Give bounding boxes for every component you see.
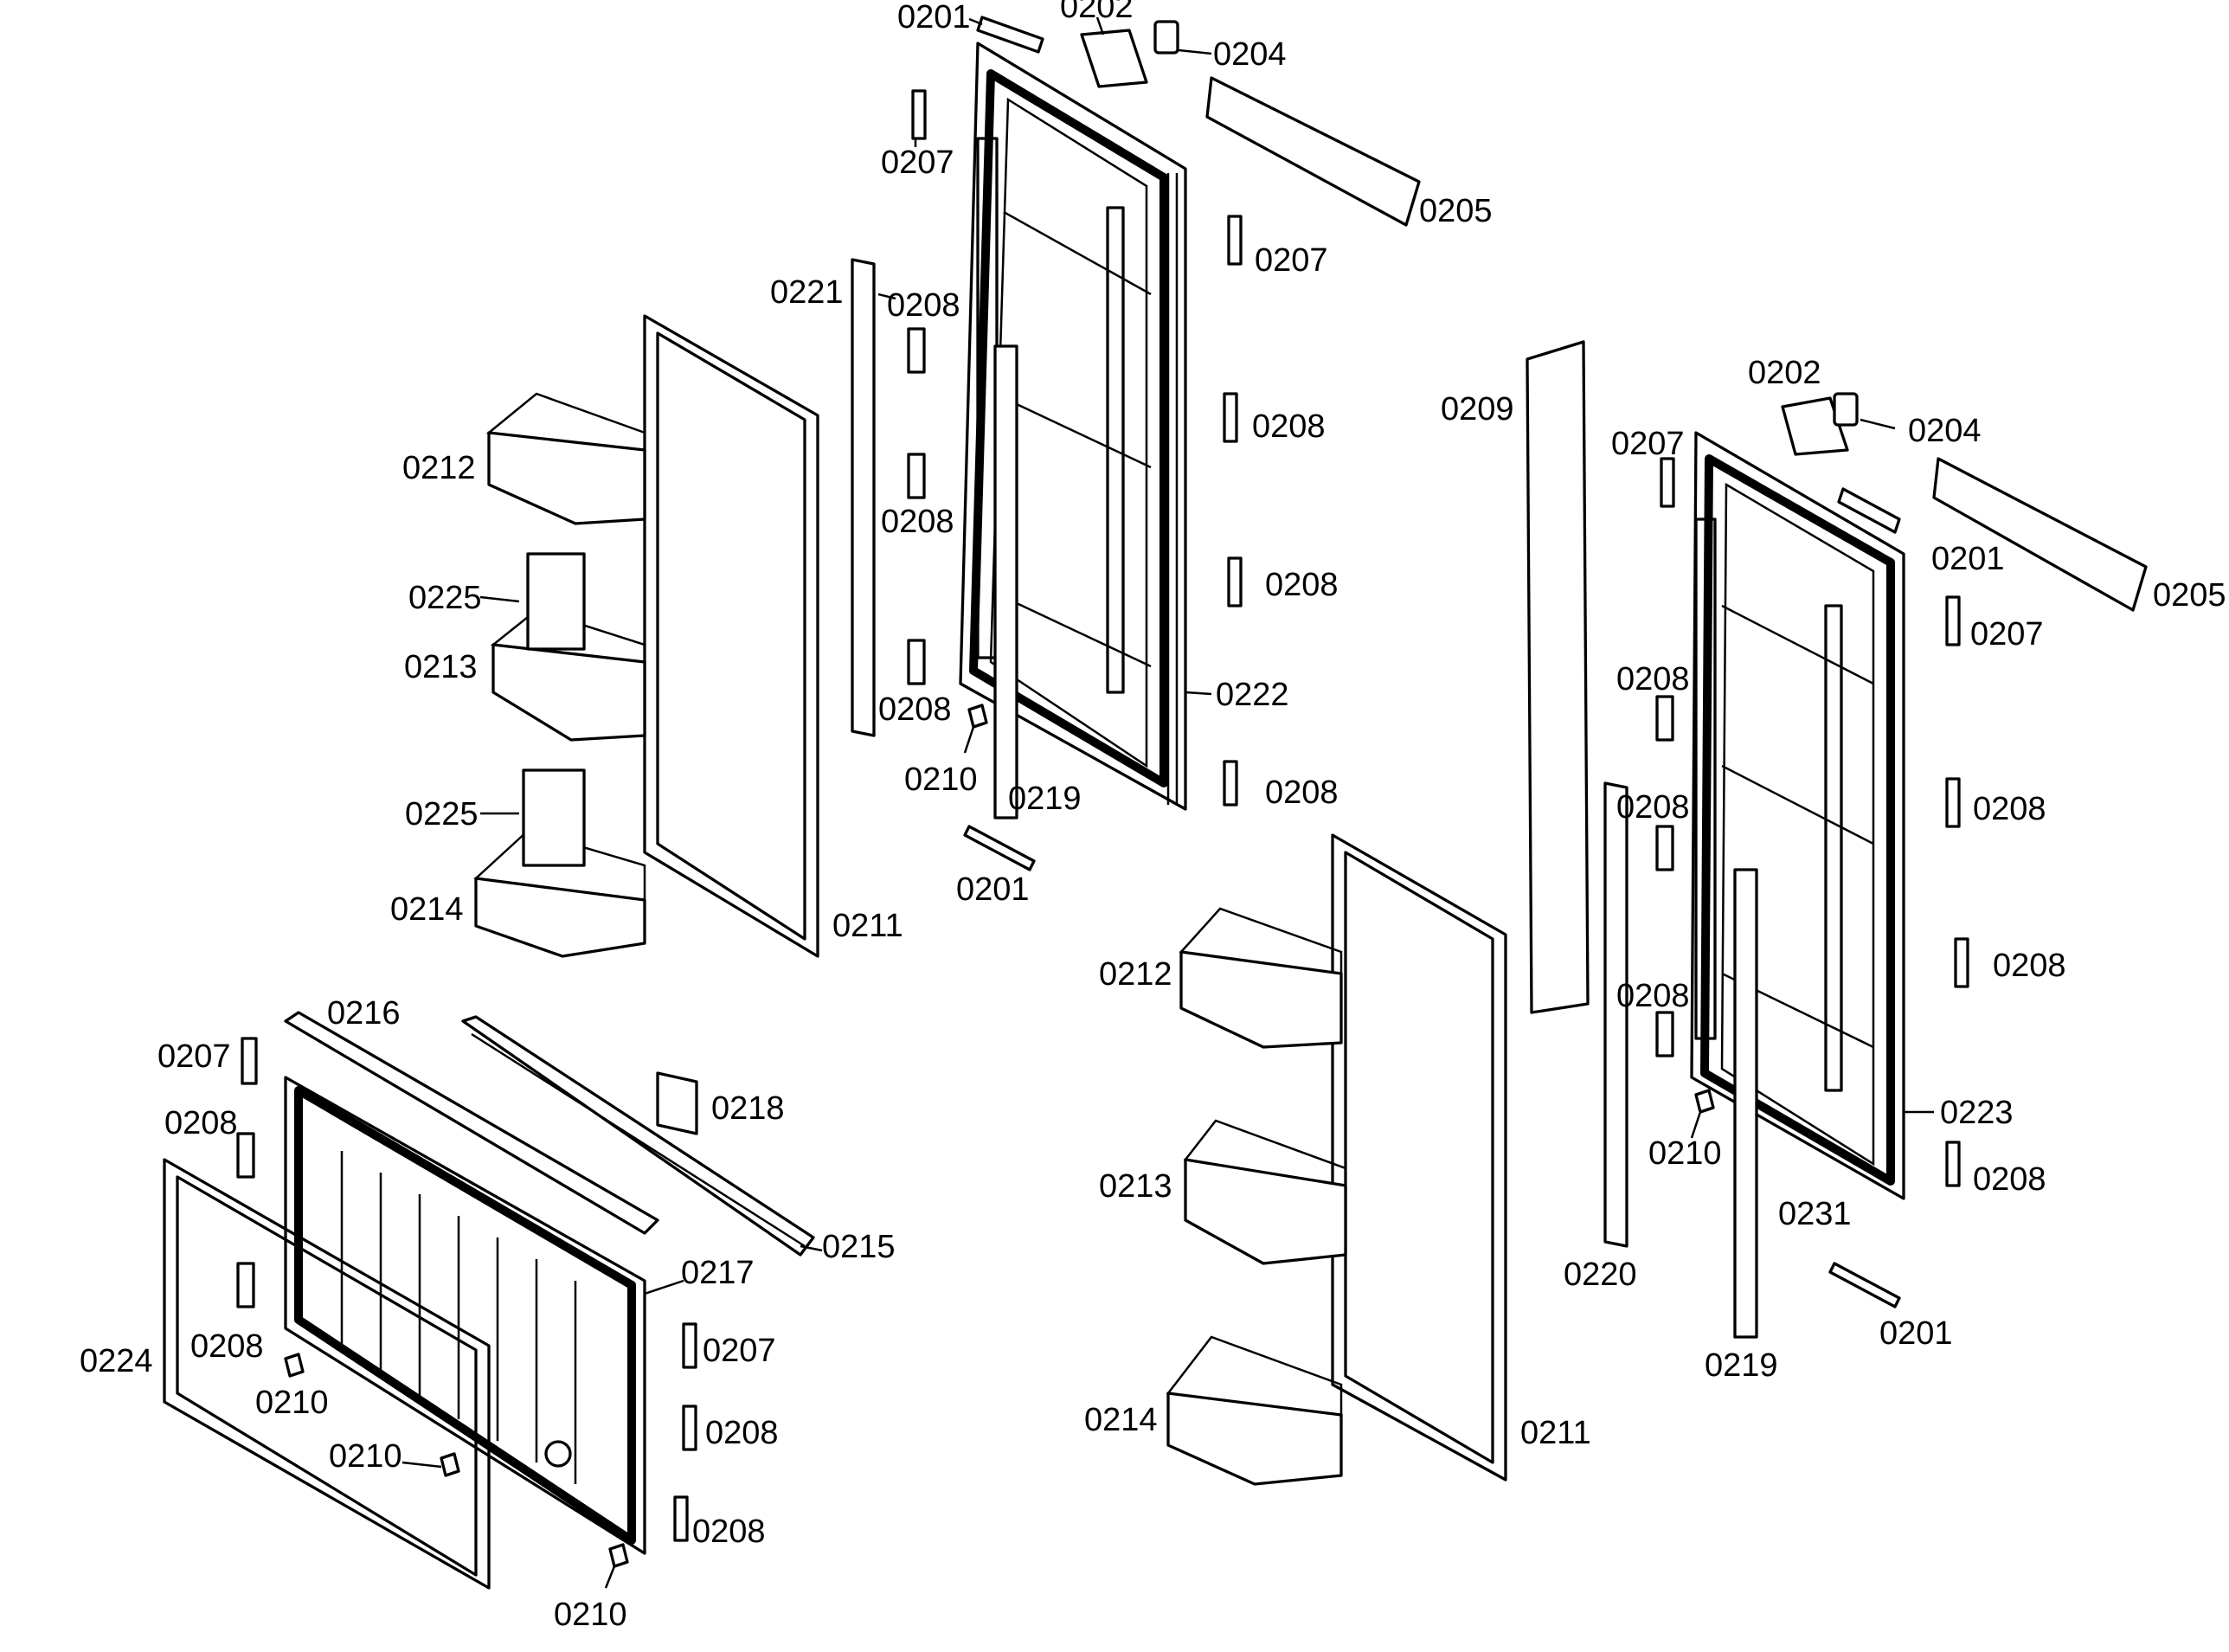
callout-label: 0213 [404, 649, 478, 685]
callout-label: 0204 [1908, 413, 1982, 449]
callout-label: 0222 [1216, 677, 1289, 713]
callout-label: 0208 [1616, 661, 1690, 697]
callout-label: 0208 [1265, 567, 1339, 603]
shelf-0213-right [1184, 1158, 1347, 1265]
callout-label: 0208 [881, 504, 954, 540]
bottom-left-drawer-assembly [163, 1011, 815, 1590]
callout-label: 0208 [1973, 791, 2046, 827]
right-door-assembly [1166, 340, 2148, 1486]
callout-label: 0211 [1520, 1415, 1591, 1451]
callout-label: 0225 [405, 796, 479, 832]
callout-label: 0216 [327, 995, 401, 1032]
callout-label: 0223 [1940, 1095, 2014, 1131]
callout-label: 0219 [1705, 1347, 1778, 1384]
callout-label: 0208 [878, 691, 952, 728]
callout-label: 0210 [329, 1438, 402, 1475]
callout-label: 0208 [887, 287, 960, 324]
callout-label: 0208 [1616, 789, 1690, 826]
callout-label: 0208 [164, 1105, 238, 1141]
callout-label: 0211 [832, 908, 903, 944]
callout-label: 0207 [1611, 426, 1685, 462]
trim-strip-0219-right [1733, 868, 1758, 1339]
callout-label: 0202 [1748, 355, 1821, 391]
hinge-plate-0205-center [1205, 76, 1421, 227]
center-door-assembly [473, 16, 1421, 958]
shelf-0214-right [1166, 1392, 1343, 1486]
leader-lines [401, 16, 1934, 1589]
callout-label: 0201 [956, 871, 1030, 908]
shelf-0212-right [1179, 950, 1343, 1049]
rail-0215 [461, 1015, 815, 1257]
callout-labels: 0201 0202 0204 0207 0205 0207 0221 0208 … [80, 0, 2226, 1633]
gasket-0224 [163, 1158, 491, 1590]
callout-label: 0214 [1084, 1402, 1158, 1438]
hinge-cover-0202-right [1781, 396, 1849, 456]
callout-label: 0208 [692, 1514, 766, 1550]
callout-label: 0231 [1778, 1196, 1852, 1232]
callout-label: 0207 [881, 145, 954, 181]
callout-label: 0201 [1879, 1315, 1953, 1352]
callout-label: 0208 [1993, 948, 2066, 984]
callout-label: 0201 [897, 0, 971, 35]
hinge-cover-0202-center [1080, 29, 1148, 88]
trim-strip-0219-center [993, 344, 1018, 820]
callout-label: 0213 [1099, 1168, 1172, 1205]
callout-label: 0224 [80, 1343, 153, 1379]
callout-label: 0212 [402, 450, 476, 486]
callout-label: 0205 [2153, 577, 2226, 614]
handle-0209 [1526, 340, 1590, 1014]
callout-label: 0207 [1255, 242, 1328, 279]
callout-label: 0217 [681, 1255, 755, 1291]
strip-0216 [284, 1011, 659, 1235]
callout-label: 0207 [157, 1038, 231, 1075]
profile-0220 [1603, 781, 1628, 1248]
door-frame-0223 [1690, 431, 1905, 1200]
callout-label: 0208 [1973, 1161, 2046, 1198]
callout-label: 0208 [1616, 978, 1690, 1014]
callout-label: 0214 [390, 891, 464, 928]
callout-label: 0209 [1441, 391, 1514, 427]
callout-label: 0219 [1008, 781, 1082, 817]
callout-label: 0204 [1213, 36, 1287, 73]
callout-label: 0210 [904, 762, 978, 798]
callout-label: 0205 [1419, 193, 1493, 229]
callout-label: 0210 [1648, 1135, 1722, 1172]
callout-label: 0215 [822, 1229, 896, 1265]
drawer-front-0217 [284, 1076, 646, 1555]
callout-label: 0225 [408, 580, 482, 616]
callout-label: 0220 [1564, 1257, 1637, 1293]
callout-label: 0212 [1099, 956, 1172, 993]
callout-label: 0208 [190, 1328, 264, 1365]
callout-label: 0218 [711, 1090, 785, 1127]
callout-label: 0201 [1931, 541, 2005, 577]
callout-label: 0202 [1060, 0, 1134, 25]
profile-0221 [851, 258, 876, 737]
callout-label: 0210 [255, 1385, 329, 1421]
callout-label: 0210 [554, 1597, 627, 1633]
callout-label: 0207 [1970, 616, 2044, 652]
callout-label: 0207 [703, 1333, 776, 1369]
callout-label: 0208 [1265, 775, 1339, 811]
hinge-plate-0205-right [1932, 457, 2148, 612]
door-frame-0222 [959, 42, 1187, 811]
callout-label: 0208 [1252, 408, 1326, 445]
callout-label: 0208 [705, 1415, 779, 1451]
callout-label: 0221 [770, 274, 844, 311]
